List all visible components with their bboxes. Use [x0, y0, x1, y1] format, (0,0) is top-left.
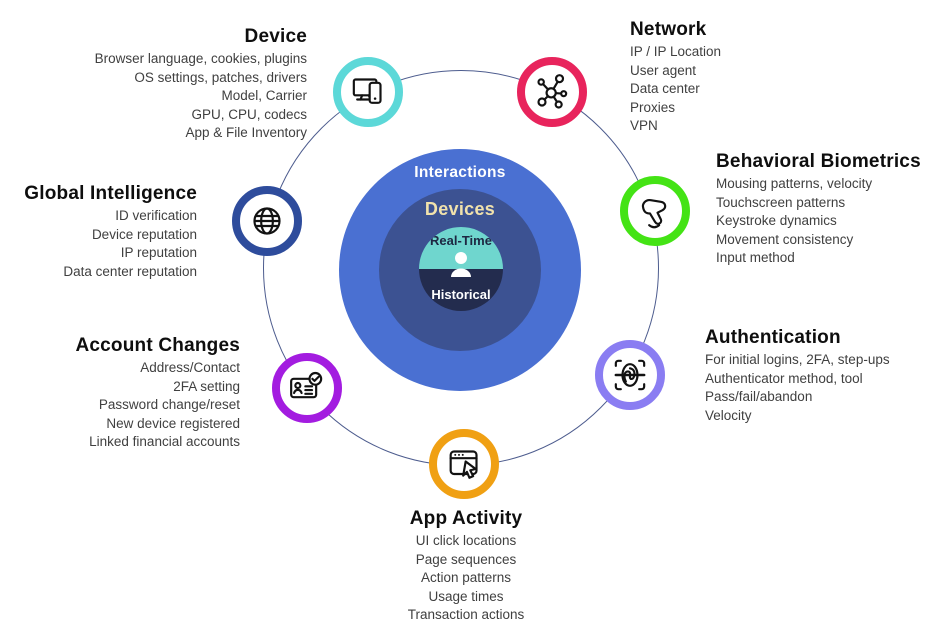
account-changes-item: 2FA setting — [173, 378, 240, 394]
device-title: Device — [244, 26, 307, 47]
network-item: Data center — [630, 81, 700, 96]
account-changes-node — [272, 353, 342, 423]
app-activity-item: UI click locations — [415, 533, 517, 548]
behavioral-biometrics-item: Keystroke dynamics — [716, 213, 837, 228]
global-intelligence-item: IP reputation — [120, 245, 197, 260]
behavioral-biometrics-item: Touchscreen patterns — [716, 194, 846, 210]
historical-label: Historical — [431, 287, 491, 302]
app-activity-item: Transaction actions — [407, 607, 525, 622]
authentication-label-block: Authentication For initial logins, 2FA, … — [705, 327, 890, 425]
network-node — [517, 57, 587, 127]
browser-cursor-icon — [449, 450, 478, 479]
account-changes-item: Address/Contact — [140, 360, 240, 375]
network-item: VPN — [630, 118, 658, 133]
user-icon — [451, 252, 471, 277]
network-item: IP / IP Location — [630, 44, 722, 59]
account-changes-label-block: Account Changes Address/Contact 2FA sett… — [75, 335, 240, 452]
devices-label: Devices — [424, 199, 496, 219]
network-title: Network — [630, 19, 707, 40]
app-activity-item: Usage times — [428, 588, 504, 604]
account-changes-item: Password change/reset — [98, 397, 240, 412]
global-intelligence-item: Data center reputation — [63, 263, 197, 279]
real-time-label: Real-Time — [430, 233, 492, 248]
network-item: Proxies — [630, 99, 676, 115]
device-item: OS settings, patches, drivers — [134, 69, 307, 85]
behavioral-biometrics-node — [620, 176, 690, 246]
authentication-item: Velocity — [705, 407, 752, 423]
account-changes-item: Linked financial accounts — [89, 434, 240, 449]
device-item: GPU, CPU, codecs — [191, 106, 307, 122]
app-activity-label-block: App Activity UI click locations Page seq… — [366, 508, 566, 625]
account-changes-item: New device registered — [106, 415, 240, 431]
devices-circle: Devices — [379, 189, 541, 351]
swipe-hand-icon — [641, 198, 667, 229]
global-intelligence-item: Device reputation — [91, 226, 197, 242]
app-activity-title: App Activity — [409, 508, 523, 529]
authentication-item: Pass/fail/abandon — [705, 389, 813, 404]
behavioral-biometrics-label-block: Behavioral Biometrics Mousing patterns, … — [716, 151, 921, 268]
global-intelligence-label-block: Global Intelligence ID verification Devi… — [24, 183, 197, 281]
device-node — [333, 57, 403, 127]
device-item: App & File Inventory — [185, 125, 307, 140]
behavioral-biometrics-item: Input method — [716, 250, 795, 265]
globe-icon — [253, 207, 281, 235]
behavioral-biometrics-item: Movement consistency — [716, 231, 854, 247]
app-activity-item: Page sequences — [415, 551, 517, 567]
global-intelligence-node — [232, 186, 302, 256]
authentication-node — [595, 340, 665, 410]
app-activity-node — [429, 429, 499, 499]
device-item: Browser language, cookies, plugins — [94, 51, 307, 66]
monitor-phone-icon — [352, 78, 382, 104]
interactions-label: Interactions — [414, 164, 506, 181]
global-intelligence-title: Global Intelligence — [24, 183, 197, 204]
account-changes-title: Account Changes — [75, 335, 240, 356]
device-item: Model, Carrier — [221, 88, 307, 103]
device-label-block: Device Browser language, cookies, plugin… — [95, 26, 307, 143]
network-hub-icon — [537, 74, 568, 109]
authentication-item: For initial logins, 2FA, step-ups — [705, 352, 890, 367]
app-activity-item: Action patterns — [420, 570, 512, 585]
authentication-item: Authenticator method, tool — [705, 370, 863, 386]
behavioral-biometrics-title: Behavioral Biometrics — [716, 151, 921, 172]
realtime-historical-circle: Real-Time Historical — [419, 227, 503, 311]
network-item: User agent — [630, 62, 697, 78]
behavioral-biometrics-item: Mousing patterns, velocity — [716, 176, 873, 191]
network-label-block: Network IP / IP Location User agent Data… — [630, 19, 721, 136]
fingerprint-scan-icon — [614, 359, 646, 391]
authentication-title: Authentication — [705, 327, 841, 348]
id-card-check-icon — [290, 371, 323, 399]
global-intelligence-item: ID verification — [115, 208, 197, 223]
